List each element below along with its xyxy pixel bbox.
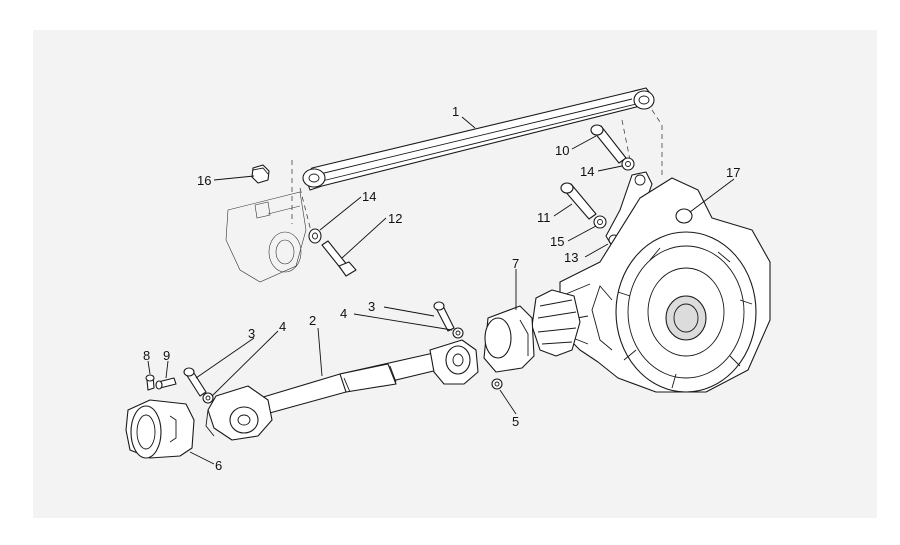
screw-part-8 [145, 374, 155, 391]
reaction-rod-part [302, 87, 655, 191]
callout-4-left: 4 [279, 319, 286, 334]
washer-part-right-14 [621, 157, 635, 171]
screw-part-3-right [433, 301, 455, 332]
callout-14-left: 14 [362, 189, 376, 204]
callout-3-right: 3 [368, 299, 375, 314]
callout-2: 2 [309, 313, 316, 328]
cover-part-6 [125, 399, 195, 459]
callout-leader-lines [147, 116, 735, 465]
callout-5: 5 [512, 414, 519, 429]
washer-part-left [308, 228, 322, 244]
bevel-gear-pinion [531, 289, 581, 357]
callout-17: 17 [726, 165, 740, 180]
assembly-guide-lines-left [291, 160, 313, 236]
propeller-shaft-part-2 [205, 339, 479, 441]
callout-12: 12 [388, 211, 402, 226]
callout-9: 9 [163, 348, 170, 363]
callout-14-right: 14 [580, 164, 594, 179]
washer-part-15 [593, 215, 607, 229]
callout-3-left: 3 [248, 326, 255, 341]
washer-part-4-left [202, 392, 214, 404]
callout-4-right: 4 [340, 306, 347, 321]
callout-labels: 1 2 3 3 4 4 5 6 7 8 9 10 11 12 13 14 14 … [143, 104, 740, 473]
callout-13: 13 [564, 250, 578, 265]
callout-10: 10 [555, 143, 569, 158]
callout-11: 11 [537, 210, 551, 225]
nut-part-5 [491, 378, 503, 390]
self-locking-nut-part [251, 164, 270, 184]
callout-8: 8 [143, 348, 150, 363]
bolt-part-12 [321, 240, 357, 277]
callout-15: 15 [550, 234, 564, 249]
frame-mount-stub [225, 191, 307, 283]
assembly-guide-lines-right [621, 109, 663, 175]
callout-7: 7 [512, 256, 519, 271]
screw-part-3-left [183, 367, 207, 397]
callout-16: 16 [197, 173, 211, 188]
callout-6: 6 [215, 458, 222, 473]
final-drive-housing [559, 177, 771, 393]
bolt-part-10 [590, 124, 627, 164]
cover-part-7 [483, 305, 535, 373]
washer-part-4-right [452, 327, 464, 339]
callout-1: 1 [452, 104, 459, 119]
screw-part-9 [155, 377, 177, 390]
bolt-part-11 [560, 182, 597, 220]
